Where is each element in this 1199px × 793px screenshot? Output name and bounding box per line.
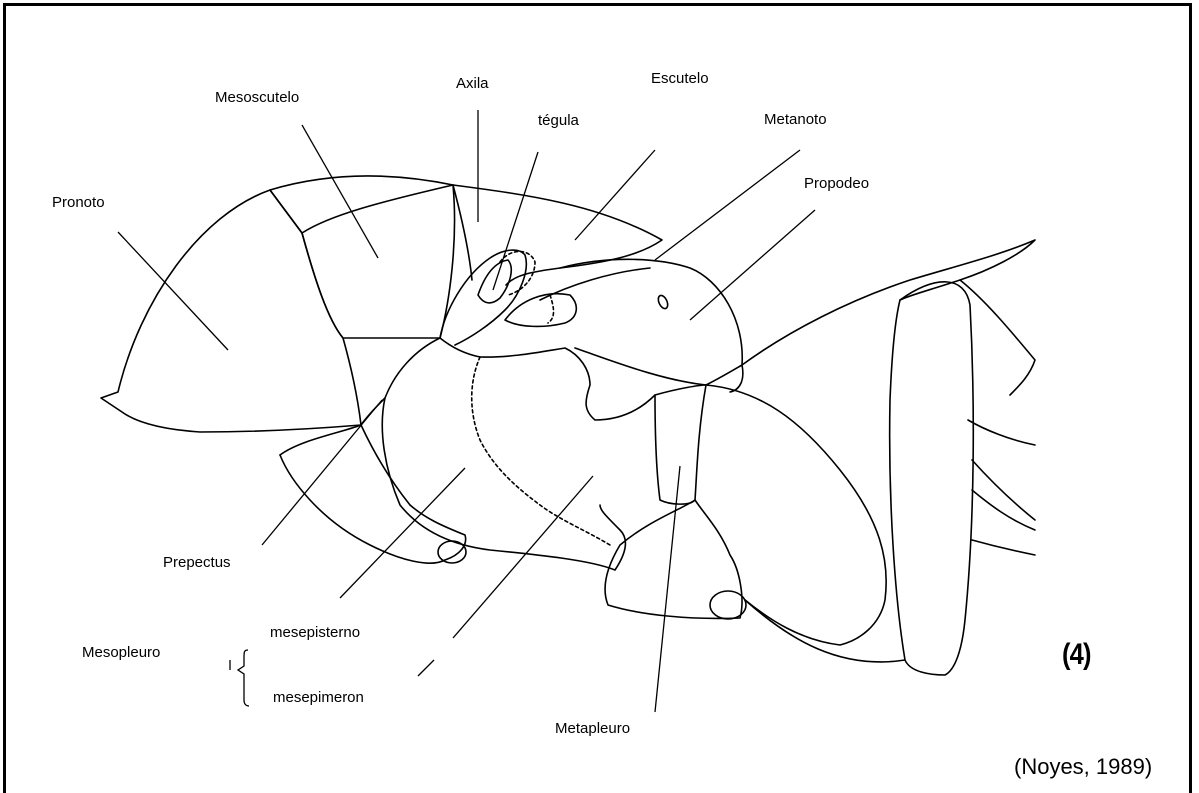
leader-mesepisterno: [340, 468, 465, 598]
mesopleuron-outline: [382, 338, 625, 570]
label-metanoto: Metanoto: [764, 112, 827, 127]
leader-mesepimeron: [453, 476, 593, 638]
mesoscutum-outline: [270, 176, 455, 338]
label-mesepimeron: mesepimeron: [273, 690, 364, 705]
citation: (Noyes, 1989): [1014, 756, 1152, 778]
coxa-socket: [710, 591, 746, 619]
label-mesoscutelo: Mesoscutelo: [215, 90, 299, 105]
label-escutelo: Escutelo: [651, 71, 709, 86]
label-metapleuro: Metapleuro: [555, 721, 630, 736]
leader-prepectus: [262, 400, 382, 545]
label-pronoto: Pronoto: [52, 195, 105, 210]
label-mesepisterno: mesepisterno: [270, 625, 360, 640]
leader-tegula: [493, 152, 538, 290]
label-mesopleuro: Mesopleuro: [82, 645, 160, 660]
leader-escutelo: [575, 150, 655, 240]
leader-mesoscutelo: [302, 125, 378, 258]
label-tegula: tégula: [538, 113, 579, 128]
label-prepectus: Prepectus: [163, 555, 231, 570]
pronotum-outline: [101, 190, 361, 432]
mesopleuro-brace: [238, 650, 249, 706]
gaster-outline: [706, 385, 886, 645]
label-axila: Axila: [456, 76, 489, 91]
hind-femur-outline: [890, 282, 974, 675]
propodeum-outline: [560, 259, 742, 385]
figure-number: (4): [1062, 640, 1091, 670]
leader-pronoto: [118, 232, 228, 350]
leader-propodeo: [690, 210, 815, 320]
label-propodeo: Propodeo: [804, 176, 869, 191]
leader-metanoto: [655, 150, 800, 260]
metapleuron-outline: [655, 385, 706, 504]
